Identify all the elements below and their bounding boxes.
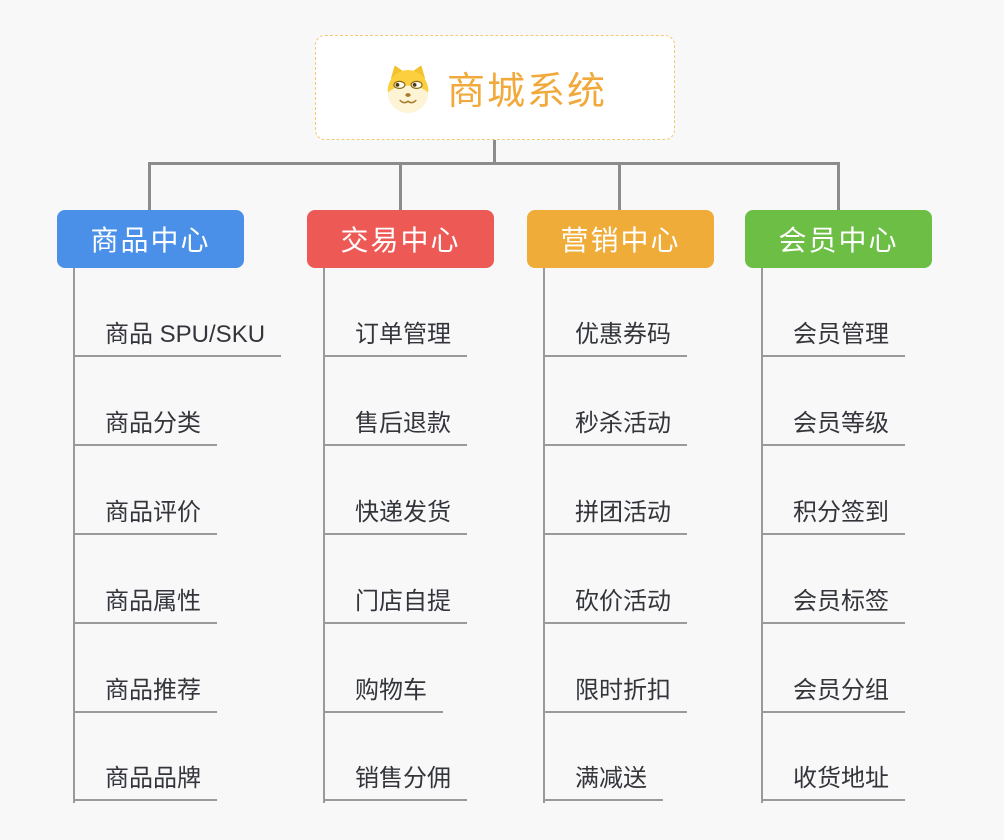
leaf-item[interactable]: 会员分组 — [761, 671, 905, 713]
leaf-item[interactable]: 限时折扣 — [543, 671, 687, 713]
branch-spine-4 — [761, 268, 763, 803]
branch-spine-1 — [73, 268, 75, 803]
leaf-item[interactable]: 满减送 — [543, 759, 663, 801]
connector-drop-3 — [618, 162, 621, 210]
connector-root-drop — [493, 140, 496, 164]
leaf-item[interactable]: 收货地址 — [761, 759, 905, 801]
leaf-item[interactable]: 商品评价 — [73, 493, 217, 535]
root-title: 商城系统 — [446, 71, 607, 113]
leaf-item[interactable]: 商品推荐 — [73, 671, 217, 713]
branch-node-trade-center[interactable]: 交易中心 — [307, 210, 494, 268]
leaf-item[interactable]: 会员等级 — [761, 404, 905, 446]
doge-icon — [383, 63, 433, 113]
root-node[interactable]: 商城系统 — [315, 35, 675, 140]
branch-spine-3 — [543, 268, 545, 803]
leaf-item[interactable]: 商品分类 — [73, 404, 217, 446]
branch-node-marketing-center[interactable]: 营销中心 — [527, 210, 714, 268]
connector-drop-2 — [399, 162, 402, 210]
leaf-item[interactable]: 拼团活动 — [543, 493, 687, 535]
leaf-item[interactable]: 门店自提 — [323, 582, 467, 624]
leaf-item[interactable]: 会员标签 — [761, 582, 905, 624]
leaf-item[interactable]: 砍价活动 — [543, 582, 687, 624]
branch-node-member-center[interactable]: 会员中心 — [745, 210, 932, 268]
leaf-item[interactable]: 秒杀活动 — [543, 404, 687, 446]
connector-drop-4 — [837, 162, 840, 210]
branch-spine-2 — [323, 268, 325, 803]
connector-drop-1 — [148, 162, 151, 210]
branch-node-product-center[interactable]: 商品中心 — [57, 210, 244, 268]
leaf-item[interactable]: 快递发货 — [323, 493, 467, 535]
leaf-item[interactable]: 优惠券码 — [543, 315, 687, 357]
leaf-item[interactable]: 商品品牌 — [73, 759, 217, 801]
leaf-item[interactable]: 会员管理 — [761, 315, 905, 357]
leaf-item[interactable]: 售后退款 — [323, 404, 467, 446]
leaf-item[interactable]: 销售分佣 — [323, 759, 467, 801]
leaf-item[interactable]: 商品属性 — [73, 582, 217, 624]
leaf-item[interactable]: 商品 SPU/SKU — [73, 315, 282, 357]
leaf-item[interactable]: 订单管理 — [323, 315, 467, 357]
leaf-item[interactable]: 购物车 — [323, 671, 443, 713]
leaf-item[interactable]: 积分签到 — [761, 493, 905, 535]
connector-bus — [148, 162, 840, 165]
